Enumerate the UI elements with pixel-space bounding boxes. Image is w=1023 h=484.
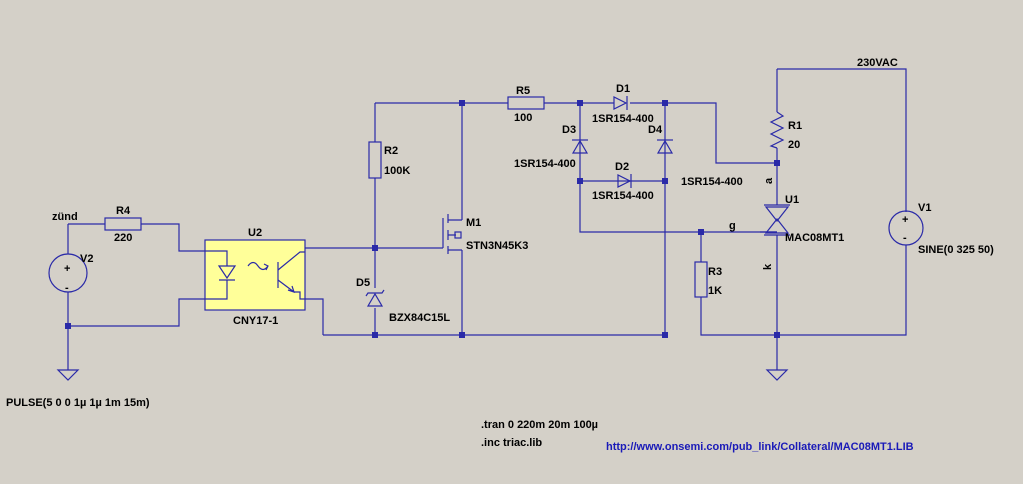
wire-v2-u2-return xyxy=(68,298,205,327)
component-name-d1: D1 xyxy=(616,83,630,95)
junction xyxy=(372,245,378,251)
component-name-r3: R3 xyxy=(708,266,722,278)
directive-inc: .inc triac.lib xyxy=(481,437,542,449)
component-value-v2: PULSE(5 0 0 1µ 1µ 1m 15m) xyxy=(6,397,150,409)
diode-d2-icon xyxy=(617,174,632,188)
net-label-supply: 230VAC xyxy=(857,57,898,69)
component-value-r1: 20 xyxy=(788,139,800,151)
triac-u1-icon xyxy=(760,204,790,236)
component-name-v2: V2 xyxy=(80,253,93,265)
source-plus-label: + xyxy=(64,263,70,275)
component-value-r2: 100K xyxy=(384,165,410,177)
component-value-r3: 1K xyxy=(708,285,722,297)
wire-bridge-left xyxy=(579,103,777,233)
wire-v1-bottom xyxy=(777,245,907,336)
component-name-r1: R1 xyxy=(788,120,802,132)
component-name-d3: D3 xyxy=(562,124,576,136)
optocoupler-u2-icon xyxy=(204,239,306,311)
resistor-r5-icon xyxy=(507,96,545,110)
resistor-r3-icon xyxy=(694,261,708,298)
component-value-d1: 1SR154-400 xyxy=(592,113,654,125)
component-name-d5: D5 xyxy=(356,277,370,289)
junction xyxy=(459,100,465,106)
resistor-r2-icon xyxy=(368,141,382,179)
component-value-d3: 1SR154-400 xyxy=(514,158,576,170)
component-name-u1: U1 xyxy=(785,194,799,206)
diode-d4-icon xyxy=(656,139,674,154)
component-name-d2: D2 xyxy=(615,161,629,173)
component-name-u2: U2 xyxy=(248,227,262,239)
junction xyxy=(459,332,465,338)
voltage-source-v2-icon xyxy=(48,253,88,293)
pin-label-k: k xyxy=(762,263,774,270)
ground-icon xyxy=(765,369,789,381)
diode-d3-icon xyxy=(571,139,589,154)
junction xyxy=(698,229,704,235)
junction xyxy=(577,100,583,106)
diode-d1-icon xyxy=(613,96,628,110)
mosfet-m1-icon xyxy=(442,214,462,254)
component-value-r4: 220 xyxy=(114,232,132,244)
component-value-m1: STN3N45K3 xyxy=(466,240,528,252)
library-link[interactable]: http://www.onsemi.com/pub_link/Collatera… xyxy=(606,441,914,453)
component-value-d2: 1SR154-400 xyxy=(592,190,654,202)
pin-label-a: a xyxy=(763,177,775,184)
component-name-r2: R2 xyxy=(384,145,398,157)
wire-d1-right xyxy=(630,102,777,164)
wire-u2-emitter xyxy=(305,298,324,335)
directive-tran: .tran 0 220m 20m 100µ xyxy=(481,419,598,431)
zener-d5-icon xyxy=(365,289,385,307)
junction xyxy=(774,332,780,338)
component-value-u1: MAC08MT1 xyxy=(785,232,844,244)
resistor-r1-icon xyxy=(769,111,785,149)
component-name-v1: V1 xyxy=(918,202,931,214)
component-value-r5: 100 xyxy=(514,112,532,124)
component-value-d5: BZX84C15L xyxy=(389,312,450,324)
component-name-r4: R4 xyxy=(116,205,131,217)
junction xyxy=(774,160,780,166)
junction xyxy=(577,178,583,184)
component-name-m1: M1 xyxy=(466,217,481,229)
component-value-v1: SINE(0 325 50) xyxy=(918,244,994,256)
resistor-r4-icon xyxy=(104,217,142,231)
junction xyxy=(662,332,668,338)
net-label-input: zünd xyxy=(52,211,78,223)
source-plus-label: + xyxy=(902,214,908,226)
wire-r4-u2 xyxy=(141,223,205,252)
source-minus-label: - xyxy=(65,282,69,294)
voltage-source-v1-icon xyxy=(888,210,924,246)
junction xyxy=(662,100,668,106)
component-value-u2: CNY17-1 xyxy=(233,315,278,327)
pin-label-g: g xyxy=(729,220,736,232)
component-name-r5: R5 xyxy=(516,85,530,97)
wire-supply-r1 xyxy=(777,68,907,212)
ground-icon xyxy=(56,369,80,381)
junction xyxy=(662,178,668,184)
component-name-d4: D4 xyxy=(648,124,663,136)
component-value-d4: 1SR154-400 xyxy=(681,176,743,188)
junction xyxy=(65,323,71,329)
source-minus-label: - xyxy=(903,232,907,244)
wire-r3-bottom xyxy=(700,297,777,336)
junctions xyxy=(65,100,780,338)
junction xyxy=(372,332,378,338)
